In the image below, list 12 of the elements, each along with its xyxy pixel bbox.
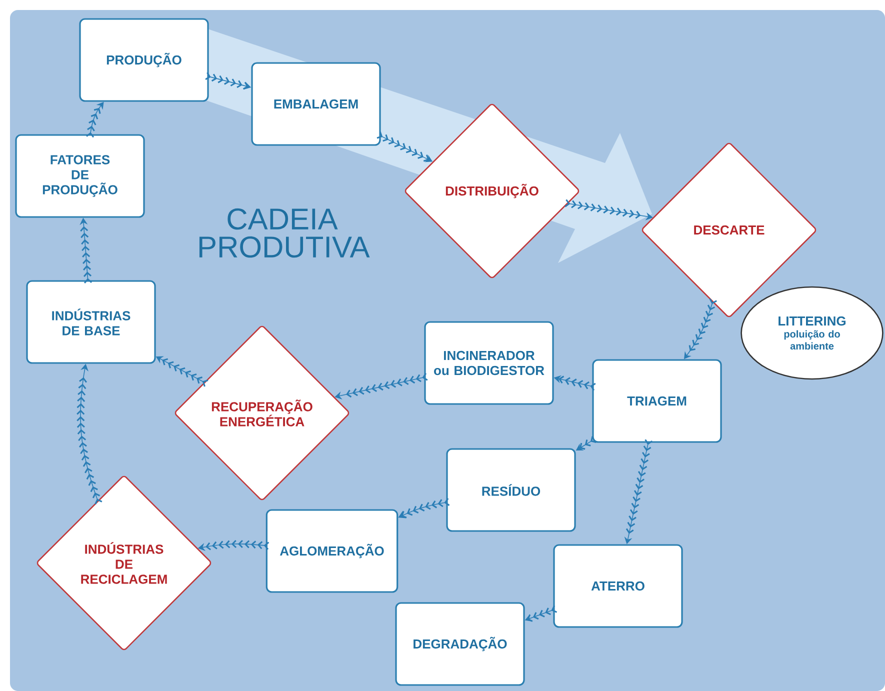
process-box: TRIAGEM xyxy=(592,359,722,443)
process-box: DEGRADAÇÃO xyxy=(395,602,525,686)
process-box: INCINERADOR ou BIODIGESTOR xyxy=(424,321,554,405)
chevron-arrow xyxy=(398,498,450,518)
process-box: INDÚSTRIAS DE BASE xyxy=(26,280,156,364)
process-box: EMBALAGEM xyxy=(251,62,381,146)
process-box: RESÍDUO xyxy=(446,448,576,532)
process-box: FATORES DE PRODUÇÃO xyxy=(15,134,145,218)
process-box: ATERRO xyxy=(553,544,683,628)
process-box: PRODUÇÃO xyxy=(79,18,209,102)
process-box: AGLOMERAÇÃO xyxy=(266,509,398,593)
title: CADEIA PRODUTIVA xyxy=(199,208,370,258)
